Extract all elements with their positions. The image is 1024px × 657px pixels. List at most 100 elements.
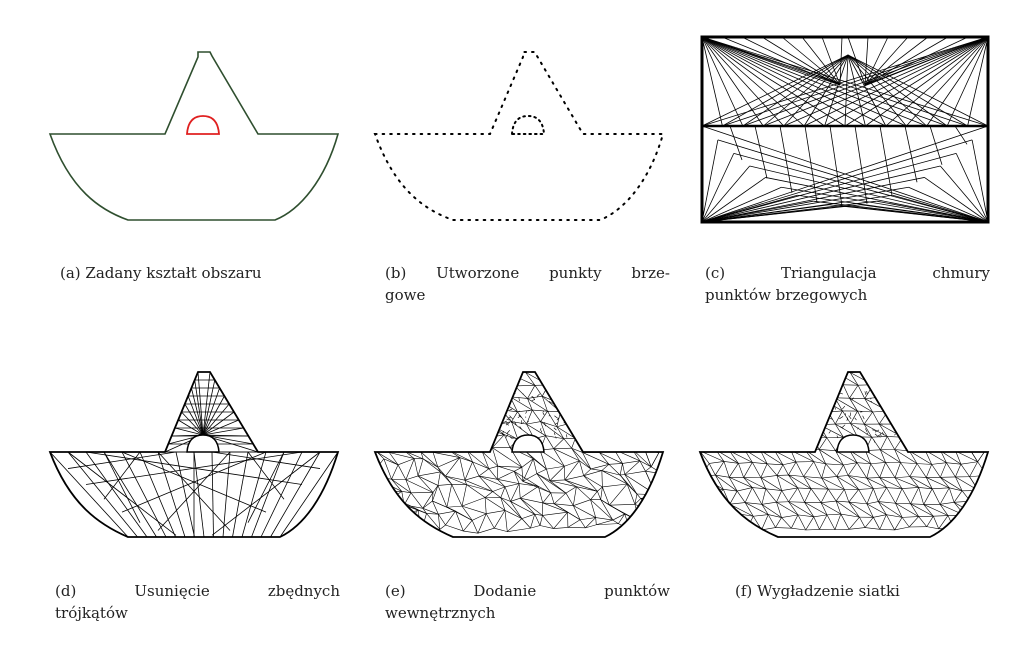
mesh-edge xyxy=(384,411,391,426)
mesh-edge xyxy=(797,385,812,386)
mesh-edge xyxy=(836,489,844,501)
mesh-edge xyxy=(715,372,723,385)
mesh-edge xyxy=(512,422,527,425)
mesh-edge xyxy=(961,464,970,477)
mesh-edge xyxy=(783,386,790,397)
mesh-edge xyxy=(782,491,789,502)
mesh-edge xyxy=(554,416,557,419)
mesh-edge xyxy=(653,397,662,413)
mesh-edge xyxy=(701,412,708,425)
mesh-edge xyxy=(394,497,399,519)
caption-f: (f) Wygładzenie siatki xyxy=(735,580,1020,602)
mesh-edge xyxy=(715,371,730,372)
mesh-edge xyxy=(729,527,747,531)
mesh-edge xyxy=(761,398,768,411)
mesh-edge xyxy=(699,371,723,385)
mesh-edge xyxy=(880,397,903,411)
mesh-edge xyxy=(753,385,761,399)
mesh-edge xyxy=(557,427,575,439)
mesh-edge xyxy=(448,371,463,373)
mesh-edge xyxy=(398,465,406,480)
mesh-edge xyxy=(480,411,489,425)
mesh-edge xyxy=(729,463,738,477)
mesh-edge xyxy=(398,459,414,465)
mesh-edge xyxy=(730,371,753,385)
mesh-edge xyxy=(494,528,507,531)
mesh-edge xyxy=(857,463,867,478)
mesh-edge xyxy=(963,411,970,424)
mesh-edge xyxy=(775,438,782,451)
mesh-edge xyxy=(940,488,949,504)
mesh-edge xyxy=(828,411,842,412)
mesh-edge xyxy=(453,397,466,399)
mesh-edge xyxy=(400,384,403,399)
mesh-edge xyxy=(956,372,962,385)
mesh-edge xyxy=(410,411,426,412)
mesh-edge xyxy=(482,387,490,399)
mesh-edge xyxy=(502,387,510,397)
mesh-edge xyxy=(532,410,540,421)
mesh-edge xyxy=(462,506,486,514)
mesh-edge xyxy=(971,425,978,437)
mesh-edge xyxy=(956,424,978,436)
mesh-edge xyxy=(878,488,886,502)
mesh-edge xyxy=(782,411,797,412)
mesh-edge xyxy=(465,382,473,397)
mesh-edge xyxy=(418,476,438,485)
mesh-edge xyxy=(418,510,421,532)
mesh-edge xyxy=(480,374,489,387)
mesh-edge xyxy=(933,411,940,425)
mesh-edge xyxy=(956,424,964,437)
mesh-edge xyxy=(895,384,902,397)
mesh-edge xyxy=(888,385,895,398)
mesh-edge xyxy=(414,459,418,476)
mesh-edge xyxy=(927,516,934,526)
mesh-edge xyxy=(970,384,978,397)
mesh-edge xyxy=(652,369,662,385)
mesh-edge xyxy=(512,412,518,422)
mesh-edge xyxy=(926,372,947,384)
mesh-edge xyxy=(372,523,387,526)
caption-e: (e) Dodanie punktów wewnętrznych xyxy=(385,580,670,624)
mesh-edge xyxy=(715,527,728,529)
mesh-edge xyxy=(776,491,781,503)
mesh-edge xyxy=(406,476,418,480)
mesh-edge xyxy=(811,489,821,503)
mesh-edge xyxy=(699,371,715,372)
mesh-edge xyxy=(478,514,486,533)
mesh-edge xyxy=(596,518,597,525)
mesh-edge xyxy=(566,487,576,493)
mesh-edge xyxy=(410,411,419,422)
mesh-edge xyxy=(482,438,486,452)
mesh-edge xyxy=(448,373,473,382)
mesh-edge xyxy=(895,503,918,516)
mesh-edge xyxy=(761,384,767,398)
mesh-edge xyxy=(403,398,426,412)
mesh-edge xyxy=(480,426,487,439)
mesh-edge xyxy=(955,464,961,477)
mesh-edge xyxy=(971,437,978,451)
mesh-edge xyxy=(637,494,641,499)
mesh-edge xyxy=(627,484,637,494)
mesh-edge xyxy=(511,501,535,514)
mesh-edge xyxy=(970,475,987,477)
mesh-edge xyxy=(730,437,739,451)
mesh-edge xyxy=(550,480,565,481)
mesh-edge xyxy=(968,529,983,530)
mesh-edge xyxy=(760,425,767,438)
mesh-edge xyxy=(628,400,637,410)
mesh-edge xyxy=(880,529,895,530)
mesh-edge xyxy=(653,413,659,422)
mesh-edge xyxy=(768,515,775,528)
mesh-edge xyxy=(609,504,635,505)
mesh-edge xyxy=(462,506,472,520)
mesh-edge xyxy=(745,438,753,450)
mesh-edge xyxy=(540,371,554,374)
mesh-edge xyxy=(493,492,501,498)
mesh-edge xyxy=(804,399,812,412)
mesh-edge xyxy=(729,477,752,487)
mesh-edge xyxy=(722,437,738,438)
mesh-edge xyxy=(438,467,446,476)
mesh-edge xyxy=(776,373,798,385)
mesh-edge xyxy=(602,471,603,487)
